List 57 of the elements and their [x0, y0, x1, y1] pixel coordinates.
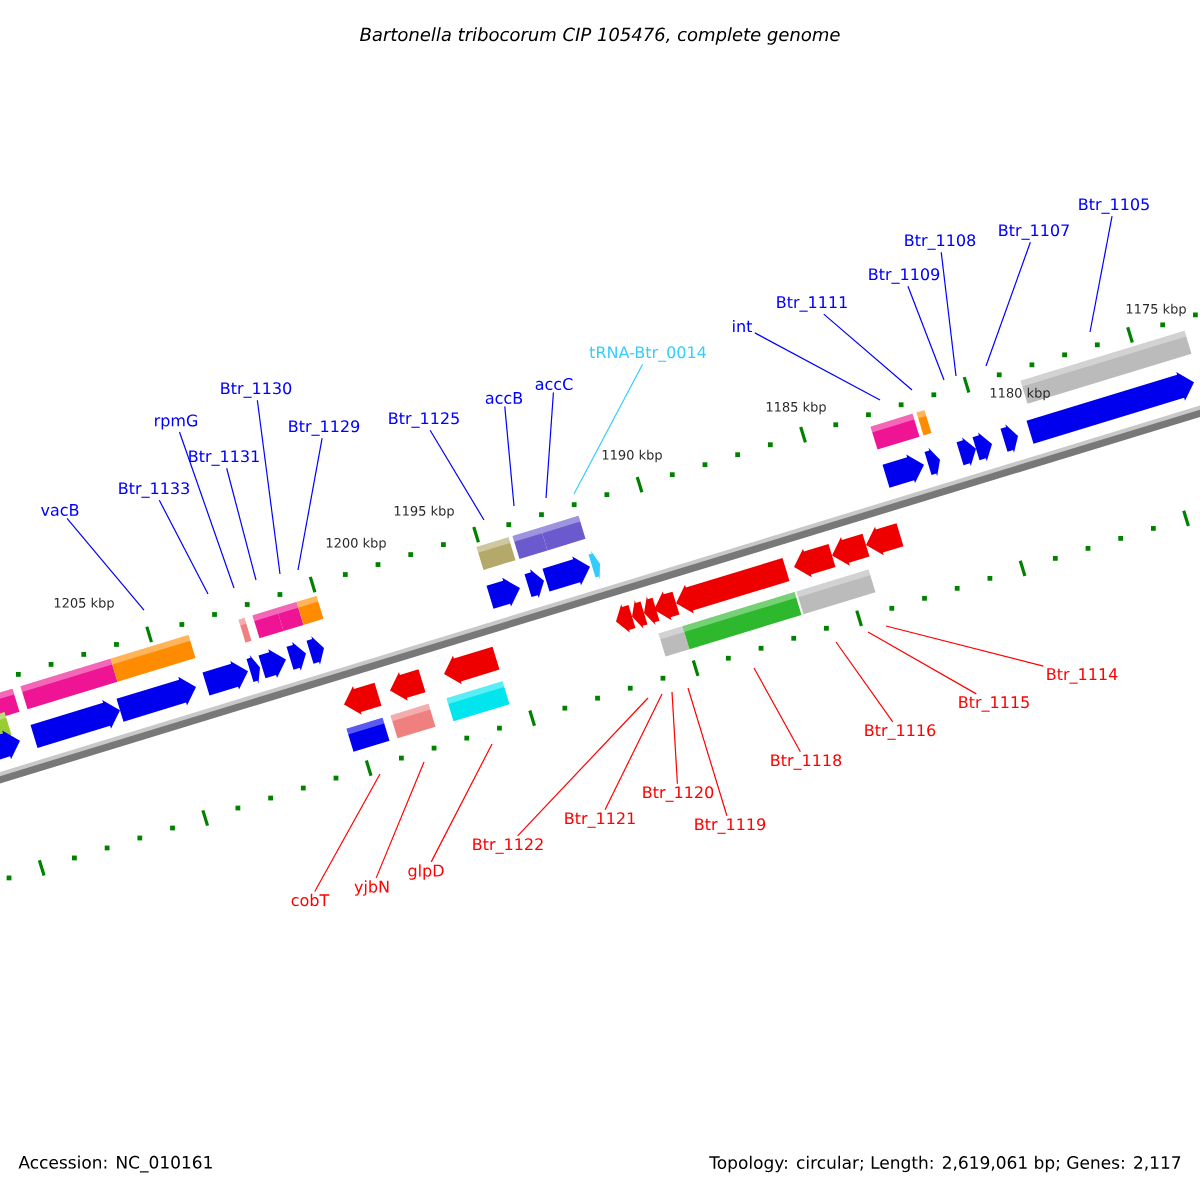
leader-line: [226, 467, 257, 581]
gene-label: Btr_1118: [771, 754, 842, 770]
gene-label: Btr_1131: [189, 450, 259, 466]
leader-line: [375, 761, 425, 879]
gene-label: Btr_1111: [777, 296, 847, 312]
gene-label: Btr_1116: [865, 724, 936, 740]
gene-label: Btr_1107: [999, 224, 1069, 240]
leader-line: [573, 363, 644, 495]
leader-line: [158, 499, 209, 595]
leader-line: [835, 641, 894, 723]
leader-line: [504, 405, 515, 507]
leader-line: [867, 631, 977, 695]
gene-label: yjbN: [354, 880, 389, 896]
gene-label: rpmG: [155, 414, 198, 430]
leader-line: [823, 313, 913, 391]
gene-label: Btr_1105: [1079, 198, 1149, 214]
gene-label: Btr_1125: [389, 412, 459, 428]
leader-line: [66, 517, 145, 611]
gene-label: Btr_1114: [1047, 668, 1118, 684]
gene-label: vacB: [40, 504, 79, 516]
gene-label: Btr_1122: [473, 838, 543, 854]
gene-label: Btr_1133: [119, 482, 189, 498]
leader-line: [604, 693, 663, 811]
leader-line: [687, 687, 728, 817]
gene-label: Btr_1108: [905, 234, 976, 250]
gene-label: glpD: [408, 864, 444, 880]
gene-label: Btr_1129: [289, 420, 360, 436]
leader-line: [314, 773, 381, 892]
leader-line: [178, 431, 235, 589]
leader-line: [1089, 215, 1113, 333]
leader-line: [907, 285, 945, 381]
leader-line: [754, 332, 881, 401]
gene-label: cobT: [291, 893, 330, 907]
leader-line: [753, 667, 801, 753]
gene-label: Btr_1121: [565, 812, 635, 828]
title: Bartonella tribocorum CIP 105476, complete genome: [360, 27, 840, 45]
gene-label: accC: [535, 377, 573, 391]
leader-line: [297, 437, 323, 571]
leader-line: [885, 625, 1044, 667]
gene-label: Btr_1115: [959, 696, 1029, 712]
accession-text: Accession: NC_010161: [18, 1155, 212, 1173]
gene-label: Btr_1109: [869, 268, 940, 284]
leader-line: [429, 429, 485, 521]
leader-line: [517, 697, 649, 837]
gene-label: Btr_1130: [221, 382, 292, 398]
leader-line: [940, 251, 957, 377]
genome-summary-text: Topology: circular; Length: 2,619,061 bp; Genes: 2,117: [709, 1155, 1181, 1173]
gene-label: Btr_1120: [643, 786, 714, 802]
gene-label: Btr_1119: [695, 818, 766, 834]
gene-label: accB: [485, 392, 523, 404]
gene-label: int: [733, 319, 753, 333]
leader-line: [671, 691, 678, 785]
leader-line: [430, 743, 493, 863]
leader-line: [256, 399, 281, 575]
leader-line: [545, 391, 554, 499]
gene-label: tRNA-Btr_0014: [589, 346, 706, 362]
leader-line: [985, 241, 1031, 367]
